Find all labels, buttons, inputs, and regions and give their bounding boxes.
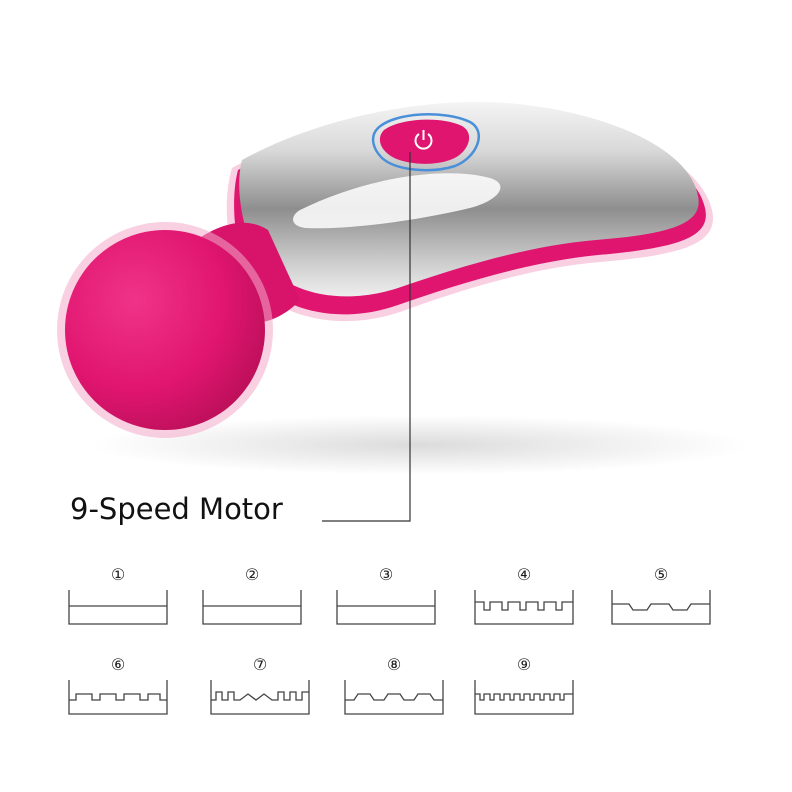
- waveform-icon: [344, 680, 444, 715]
- pattern-number: ⑤: [653, 565, 669, 584]
- power-icon: [414, 130, 433, 150]
- waveform-icon: [474, 590, 574, 625]
- waveform-icon: [68, 680, 168, 715]
- pattern-number: ①: [110, 565, 126, 584]
- vibration-pattern-3: ③: [336, 566, 436, 630]
- waveform-icon: [202, 590, 302, 625]
- pattern-number: ⑦: [252, 655, 268, 674]
- vibration-pattern-8: ⑧: [344, 656, 444, 720]
- waveform-icon: [611, 590, 711, 625]
- wand-massager-illustration: [57, 101, 750, 475]
- vibration-pattern-6: ⑥: [68, 656, 168, 720]
- massage-head: [65, 230, 265, 430]
- pattern-number: ③: [378, 565, 394, 584]
- pattern-number: ②: [244, 565, 260, 584]
- pattern-number: ⑧: [386, 655, 402, 674]
- vibration-pattern-9: ⑨: [474, 656, 574, 720]
- vibration-pattern-7: ⑦: [210, 656, 310, 720]
- waveform-icon: [336, 590, 436, 625]
- power-button[interactable]: [379, 119, 470, 164]
- pattern-number: ④: [516, 565, 532, 584]
- floor-shadow: [90, 415, 750, 475]
- vibration-pattern-5: ⑤: [611, 566, 711, 630]
- pattern-number: ⑥: [110, 655, 126, 674]
- vibration-pattern-4: ④: [474, 566, 574, 630]
- waveform-icon: [68, 590, 168, 625]
- feature-title: 9-Speed Motor: [70, 492, 283, 526]
- waveform-icon: [474, 680, 574, 715]
- vibration-pattern-2: ②: [202, 566, 302, 630]
- pattern-number: ⑨: [516, 655, 532, 674]
- waveform-icon: [210, 680, 310, 715]
- vibration-pattern-1: ①: [68, 566, 168, 630]
